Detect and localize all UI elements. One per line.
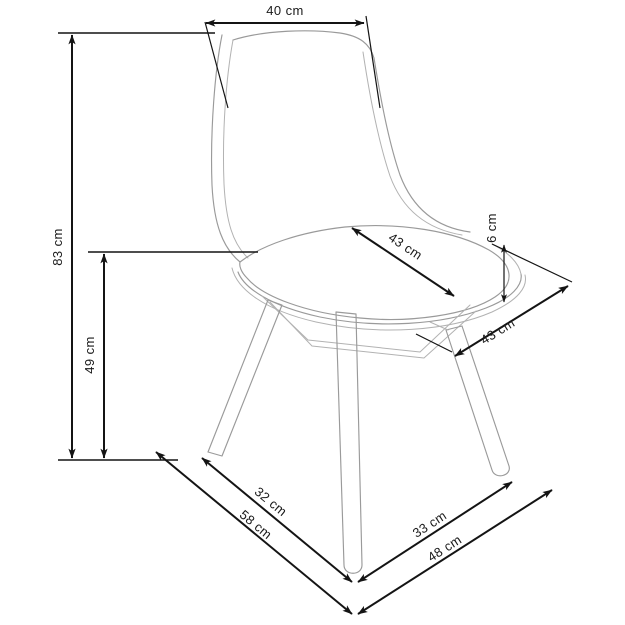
- dim-label-83: 83 cm: [50, 228, 65, 265]
- dim-label-6: 6 cm: [484, 213, 499, 243]
- ext-line-40-right: [365, 15, 381, 109]
- ext-line-depth-lower: [415, 333, 453, 353]
- backrest-right-inner-edge: [362, 51, 463, 236]
- dim-arrow-58: [155, 451, 353, 615]
- backrest-left-inner-edge: [222, 39, 249, 259]
- backrest-top-rail: [232, 30, 375, 59]
- dim-arrow-48: [357, 489, 553, 615]
- ext-line-40-left: [204, 21, 229, 109]
- seat-to-right-leg-joint: [429, 321, 449, 331]
- dim-label-40: 40 cm: [266, 3, 303, 18]
- dim-label-49: 49 cm: [82, 336, 97, 373]
- backrest-right-edge: [373, 57, 471, 233]
- ext-line-depth-upper: [491, 243, 573, 283]
- leg-right: [445, 325, 510, 477]
- dimension-seat-height: 49 cm: [82, 251, 258, 459]
- under-seat-frame-lower: [269, 301, 477, 359]
- dimension-backrest-width: 40 cm: [204, 3, 381, 109]
- dim-arrow-seat-depth-43: [454, 285, 569, 357]
- dim-arrow-seat-width-43: [351, 227, 455, 297]
